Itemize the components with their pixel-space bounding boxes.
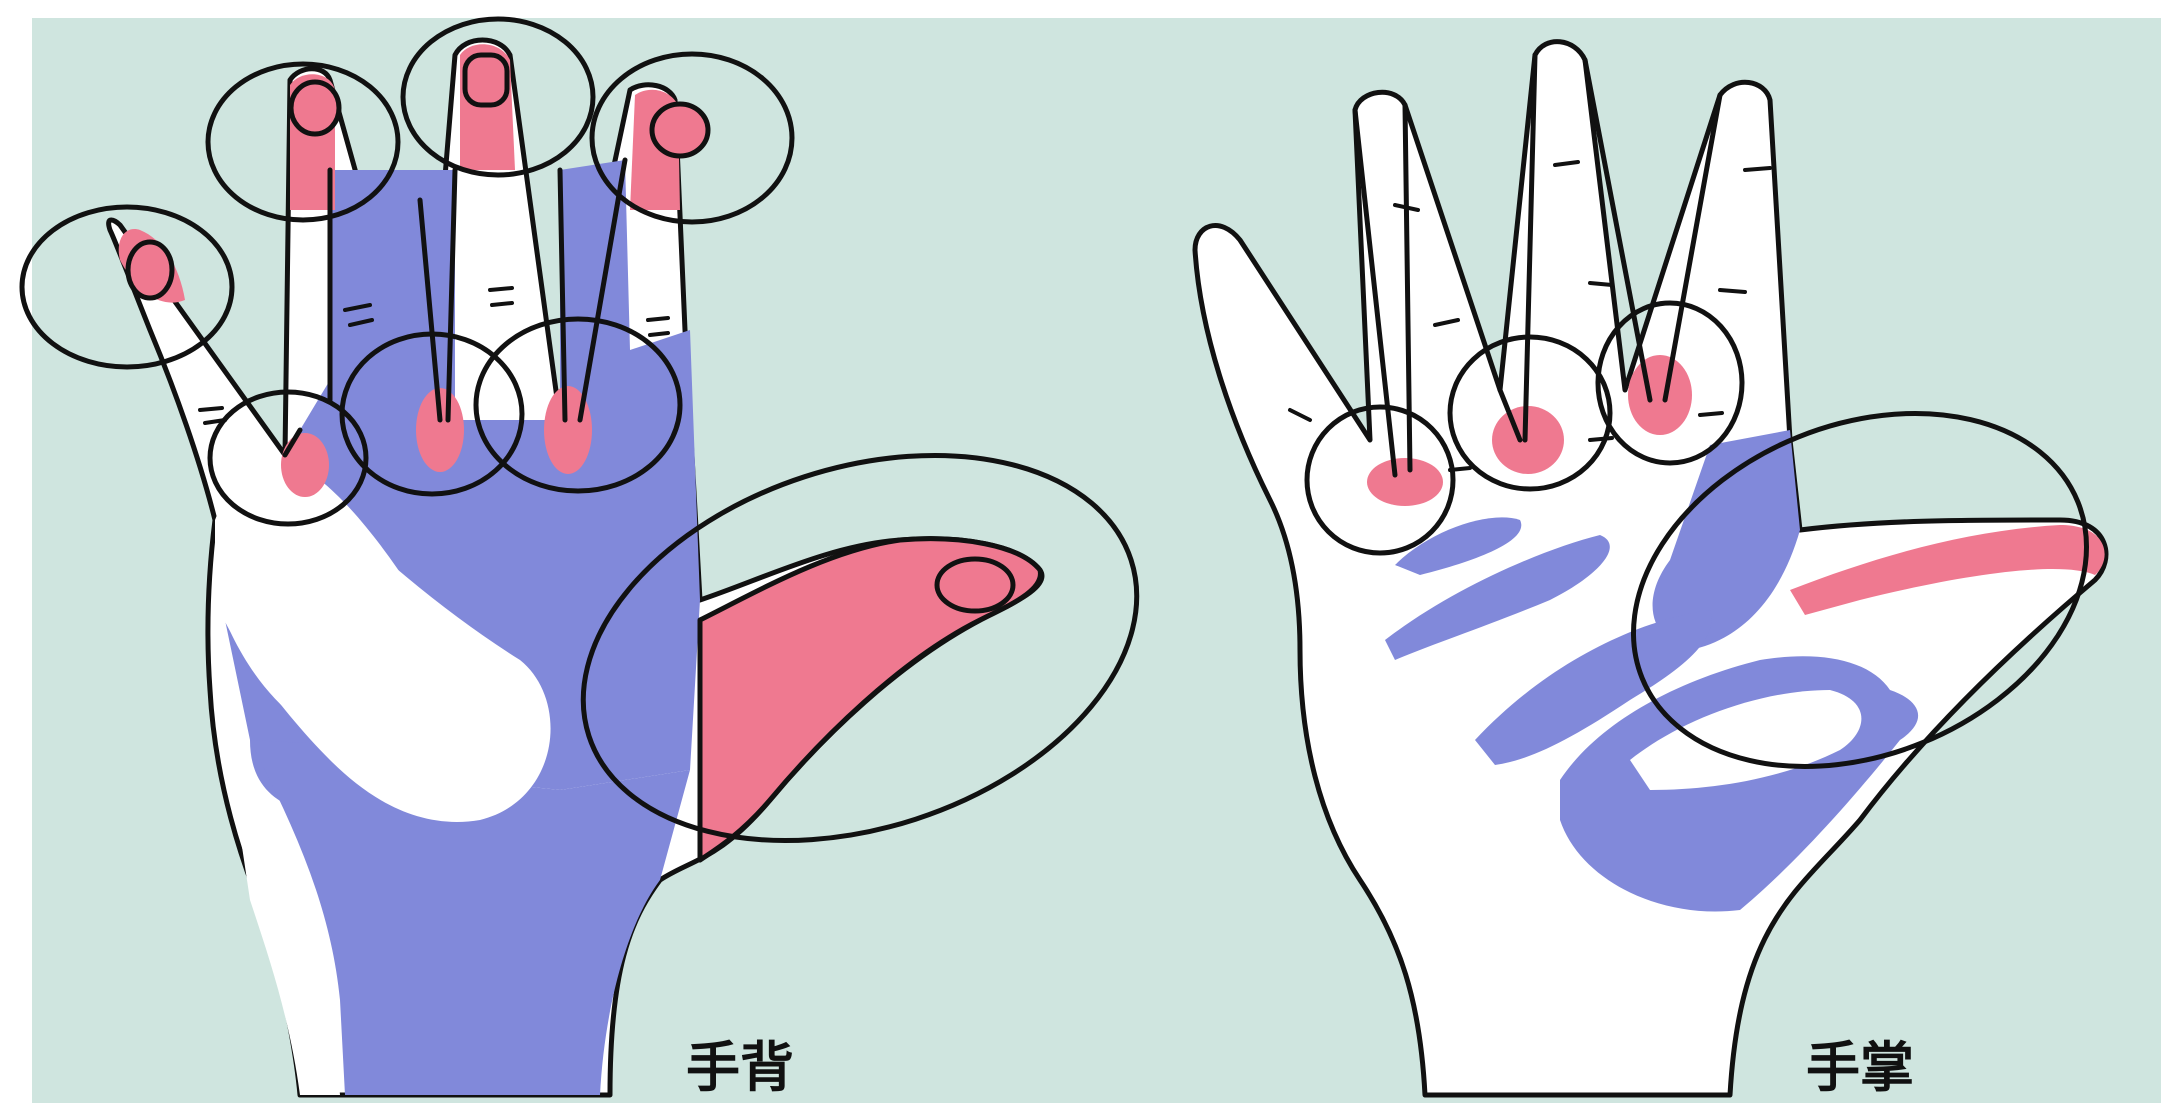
back-fingernail-middle <box>465 55 507 105</box>
back-web-pink-1 <box>281 433 329 497</box>
back-of-hand-label: 手背 <box>686 1036 794 1099</box>
back-fingernail-ring <box>291 82 339 134</box>
back-fingernail-index <box>652 104 708 156</box>
back-thumb-nail <box>937 559 1013 611</box>
palm-web-pink-3 <box>1628 355 1692 435</box>
palm-label: 手掌 <box>1806 1036 1914 1099</box>
back-fingernail-little <box>128 242 172 298</box>
palm-web-pink-1 <box>1367 458 1443 506</box>
